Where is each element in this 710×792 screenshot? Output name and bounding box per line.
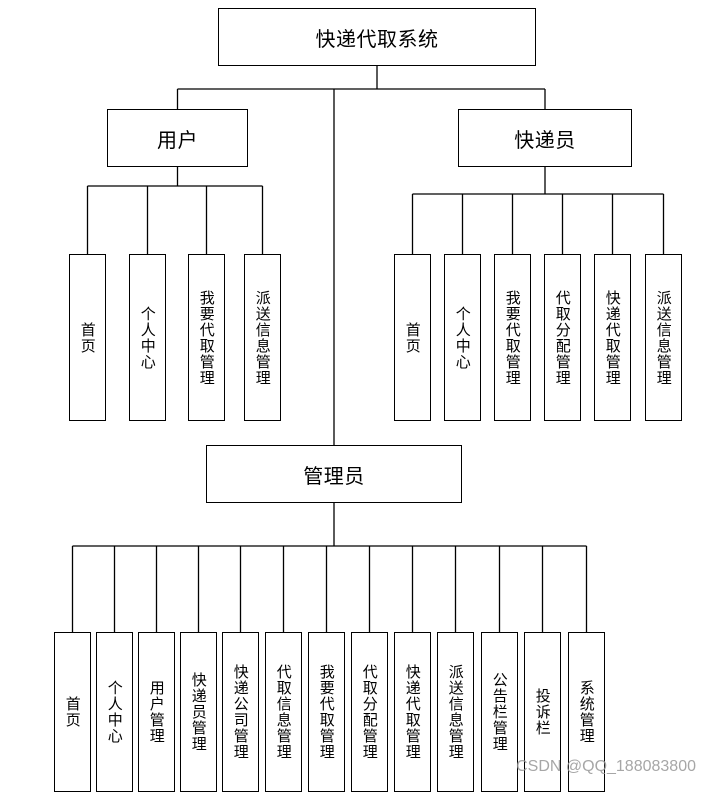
courier-child-node: 个人中心 [444,254,481,421]
branch-node-courier: 快递员 [458,109,632,167]
admin-child-node: 快递代取管理 [394,632,431,792]
branch-node-label: 快递员 [514,127,576,152]
user-child-node: 派送信息管理 [244,254,281,421]
admin-child-node: 公告栏管理 [481,632,518,792]
admin-child-node: 代取信息管理 [265,632,302,792]
courier-child-node: 派送信息管理 [645,254,682,421]
admin-child-node: 代取分配管理 [351,632,388,792]
admin-child-node: 系统管理 [568,632,605,792]
courier-child-node: 我要代取管理 [494,254,531,421]
courier-child-node: 首页 [394,254,431,421]
user-child-node: 我要代取管理 [188,254,225,421]
branch-node-label: 用户 [157,127,198,152]
csdn-watermark: CSDN @QQ_188083800 [516,758,696,775]
admin-child-node: 个人中心 [96,632,133,792]
admin-child-node: 首页 [54,632,91,792]
admin-child-node: 派送信息管理 [437,632,474,792]
branch-node-user: 用户 [107,109,248,167]
admin-child-node: 快递员管理 [180,632,217,792]
courier-child-node: 代取分配管理 [544,254,581,421]
user-child-node: 首页 [69,254,106,421]
root-node-express-pickup-system: 快递代取系统 [218,8,536,66]
branch-node-admin: 管理员 [206,445,462,503]
admin-child-node: 快递公司管理 [222,632,259,792]
admin-child-node: 我要代取管理 [308,632,345,792]
admin-child-node: 用户管理 [138,632,175,792]
courier-child-node: 快递代取管理 [594,254,631,421]
branch-node-label: 管理员 [303,463,365,488]
root-node-label: 快递代取系统 [315,26,439,51]
user-child-node: 个人中心 [129,254,166,421]
admin-child-node: 投诉栏 [524,632,561,792]
